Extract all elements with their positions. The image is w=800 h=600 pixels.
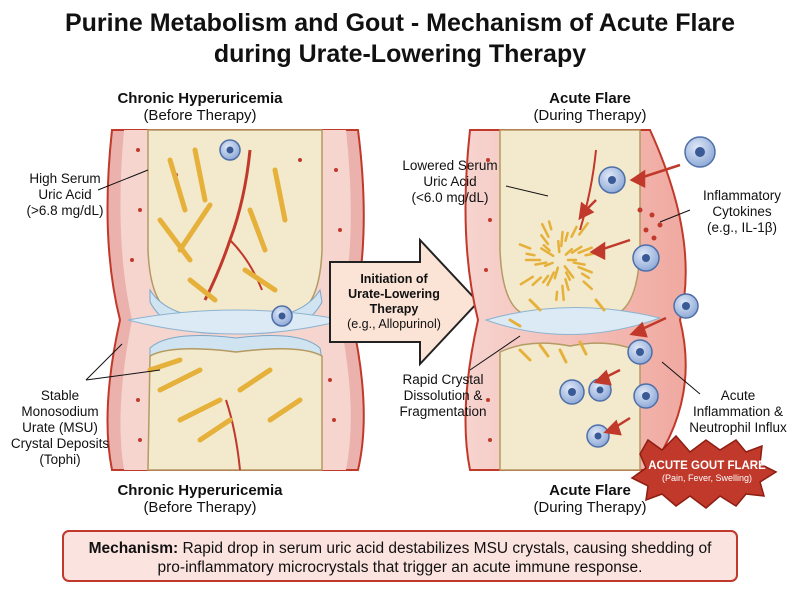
crystal-fragment	[525, 252, 536, 257]
right-top-heading: Acute Flare (During Therapy)	[533, 90, 647, 124]
crystal-needle	[242, 267, 278, 293]
crystal-needle	[157, 217, 193, 263]
crystal-fragment	[519, 275, 535, 286]
diagram-title: Purine Metabolism and Gout - Mechanism o…	[0, 8, 800, 70]
crystal-needle	[197, 417, 233, 443]
cytokines-label: Inflammatory Cytokines (e.g., IL-1β)	[702, 188, 782, 235]
crystal-needle	[192, 147, 208, 203]
mechanism-prefix: Mechanism:	[88, 540, 179, 557]
flare-badge-burst	[630, 434, 778, 509]
crystal-fragment	[572, 261, 586, 266]
crystal-fragment	[564, 271, 572, 281]
crystal-needle	[177, 202, 213, 253]
crystal-fragment	[578, 222, 589, 236]
crystal-fragment	[540, 234, 550, 246]
crystal-fragment	[556, 239, 561, 254]
crystal-fragment	[582, 280, 594, 291]
crystal-fragment	[547, 220, 553, 231]
high-serum-label: High Serum Uric Acid (>6.8 mg/dL)	[26, 171, 104, 218]
crystal-fragment	[546, 271, 556, 287]
crystal-fragment	[580, 272, 591, 280]
crystal-fragment	[518, 243, 532, 250]
crystal-fragment	[528, 298, 542, 312]
migration-arrows	[578, 163, 681, 436]
crystal-fragment	[564, 231, 569, 243]
crystal-needle	[157, 367, 203, 393]
flare-badge-text: ACUTE GOUT FLARE (Pain, Fever, Swelling)	[648, 460, 766, 483]
crystal-fragment	[553, 266, 560, 280]
crystal-fragment	[564, 277, 570, 292]
crystal-deposits-label: Stable Monosodium Urate (MSU) Crystal De…	[10, 388, 110, 467]
crystal-fragment	[531, 276, 543, 287]
crystal-fragment	[540, 247, 555, 258]
left-joint	[106, 129, 365, 471]
crystal-fragment	[542, 243, 551, 252]
left-top-heading: Chronic Hyperuricemia (Before Therapy)	[117, 90, 283, 124]
crystal-needle	[272, 167, 288, 223]
crystal-needle	[237, 367, 273, 393]
crystal-fragment	[560, 230, 564, 248]
dissolution-label: Rapid Crystal Dissolution & Fragmentatio…	[399, 372, 487, 419]
crystal-fragment	[538, 343, 550, 358]
crystal-fragment	[594, 298, 606, 312]
crystal-fragment	[577, 265, 593, 274]
crystal-fragment	[518, 348, 532, 362]
right-bottom-heading: Acute Flare (During Therapy)	[533, 482, 647, 516]
crystal-fragment	[558, 348, 568, 364]
crystal-fragment	[578, 340, 588, 356]
crystal-fragment	[570, 245, 583, 254]
inflammation-label: Acute Inflammation & Neutrophil Influx	[689, 388, 787, 435]
crystal-fragment	[555, 290, 559, 302]
crystal-fragment	[541, 274, 550, 284]
lowered-serum-label: Lowered Serum Uric Acid (<6.0 mg/dL)	[402, 158, 498, 205]
left-crystal-deposits	[147, 147, 303, 443]
mechanism-box: Mechanism: Rapid drop in serum uric acid…	[62, 530, 738, 582]
crystal-needle	[187, 277, 218, 303]
crystal-fragment	[564, 247, 574, 256]
crystal-fragments	[508, 220, 606, 364]
mechanism-text: Rapid drop in serum uric acid destabiliz…	[157, 540, 712, 576]
therapy-arrow	[329, 237, 480, 367]
crystal-fragment	[584, 252, 595, 257]
crystal-fragment	[508, 318, 522, 328]
title-line-2: during Urate-Lowering Therapy	[213, 40, 587, 68]
crystal-fragment	[543, 261, 554, 268]
crystal-fragment	[577, 246, 593, 255]
left-bottom-heading: Chronic Hyperuricemia (Before Therapy)	[117, 482, 283, 516]
crystal-fragment	[540, 222, 550, 238]
crystal-needle	[177, 397, 223, 423]
crystal-fragment	[534, 261, 548, 266]
crystal-fragment	[563, 265, 575, 279]
therapy-arrow-text: Initiation of Urate-Lowering Therapy (e.…	[347, 272, 441, 331]
crystal-fragment	[561, 284, 565, 302]
crystal-fragment	[570, 225, 578, 238]
crystal-needle	[267, 397, 303, 423]
crystal-needle	[147, 357, 183, 373]
crystal-needle	[167, 157, 188, 213]
title-line-1: Purine Metabolism and Gout - Mechanism o…	[64, 9, 735, 37]
crystal-needle	[247, 207, 268, 253]
